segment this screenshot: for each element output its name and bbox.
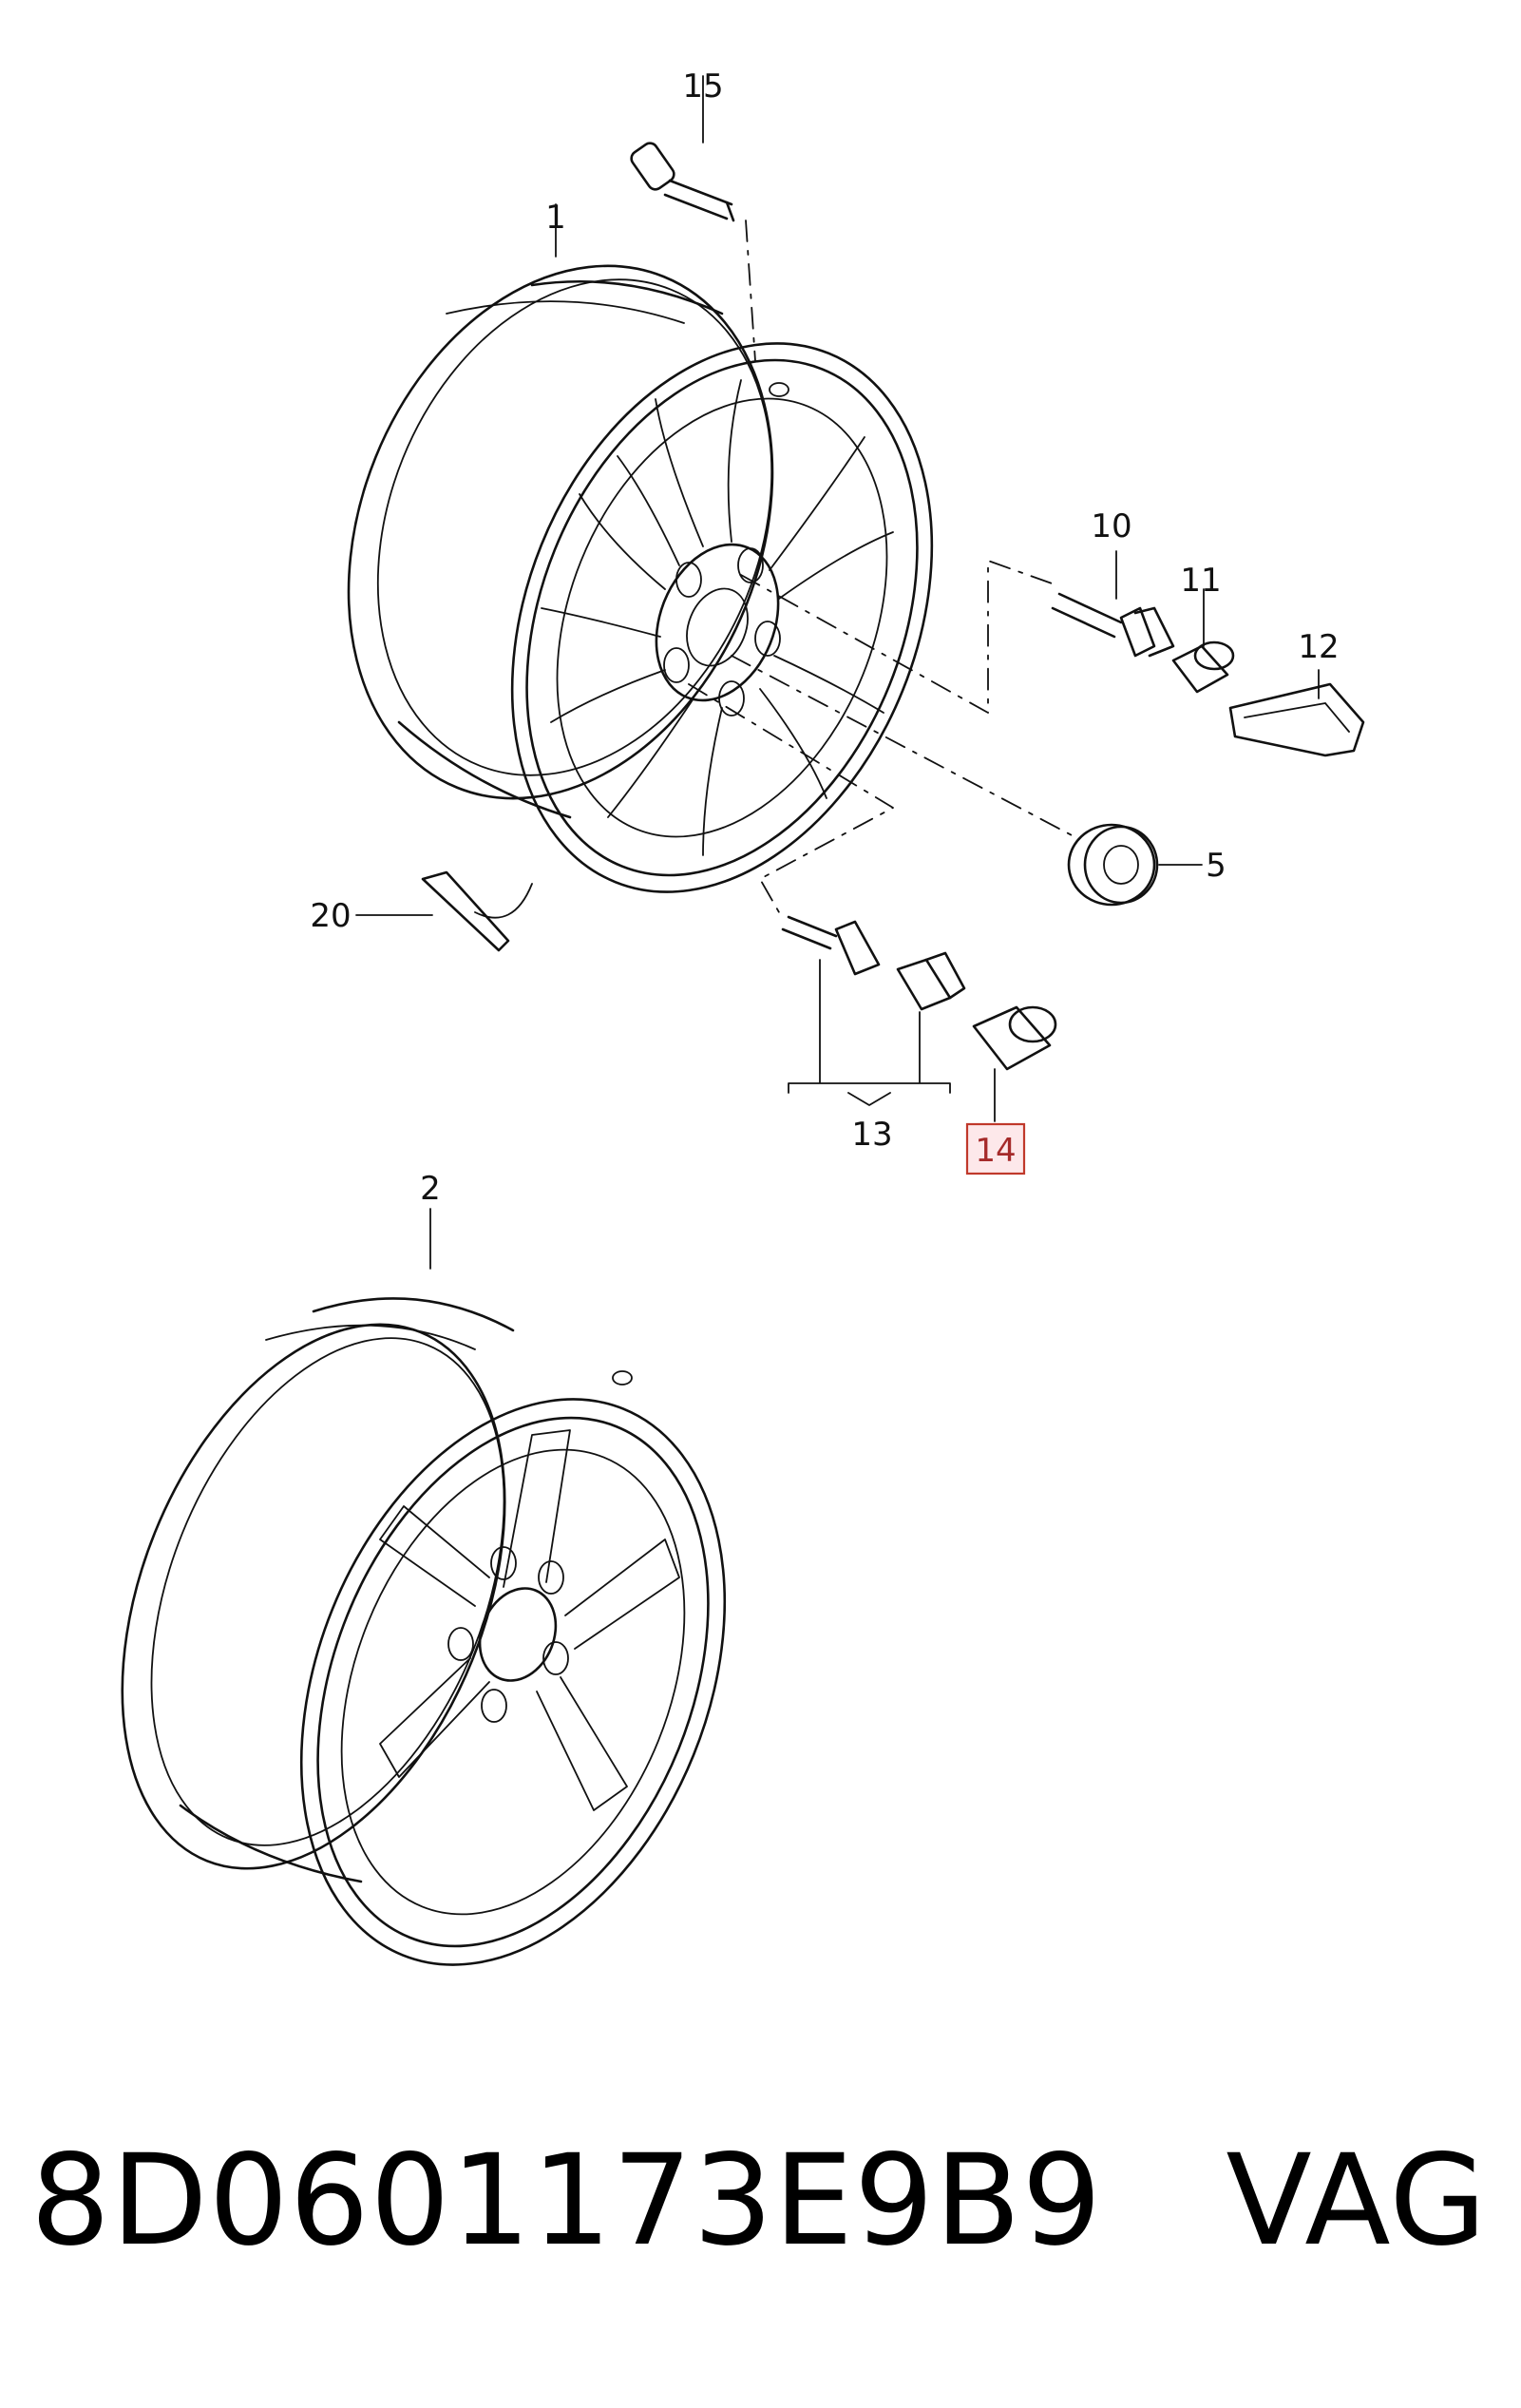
callout-14: 14 — [975, 1132, 1016, 1170]
callout-10: 10 — [1091, 507, 1131, 545]
callout-14-highlight[interactable]: 14 — [965, 1122, 1026, 1175]
callout-13: 13 — [851, 1116, 892, 1154]
locking-bolt-cap-illustration — [972, 1005, 1057, 1071]
highlight-box — [965, 1122, 1026, 1175]
callout-2: 2 — [420, 1170, 441, 1208]
cap-puller-illustration — [1228, 682, 1365, 757]
center-cap-illustration — [1067, 823, 1159, 907]
callout-20: 20 — [310, 897, 351, 935]
wheel-1-illustration — [347, 264, 934, 893]
callout-15: 15 — [682, 67, 723, 105]
brand-name: VAG — [1226, 2128, 1488, 2274]
wheel-bolt-illustration — [1051, 592, 1175, 658]
callout-1: 1 — [545, 199, 566, 237]
balance-weight-illustration — [421, 870, 510, 952]
leader-lines — [355, 75, 1320, 1270]
callout-11: 11 — [1180, 562, 1221, 600]
locking-bolt-illustration — [781, 915, 966, 1011]
parts-diagram: 15 1 10 11 12 5 20 13 14 2 — [121, 67, 1365, 1966]
callout-5: 5 — [1206, 847, 1226, 885]
callout-12: 12 — [1298, 628, 1339, 666]
bolt-cap-illustration — [1171, 640, 1235, 694]
valve-stem-illustration — [630, 142, 735, 222]
part-number-footer: 8D0601173E9B9 VAG — [30, 2115, 1493, 2286]
wheel-2-illustration — [121, 1297, 727, 1966]
part-number: 8D0601173E9B9 — [30, 2128, 1103, 2274]
